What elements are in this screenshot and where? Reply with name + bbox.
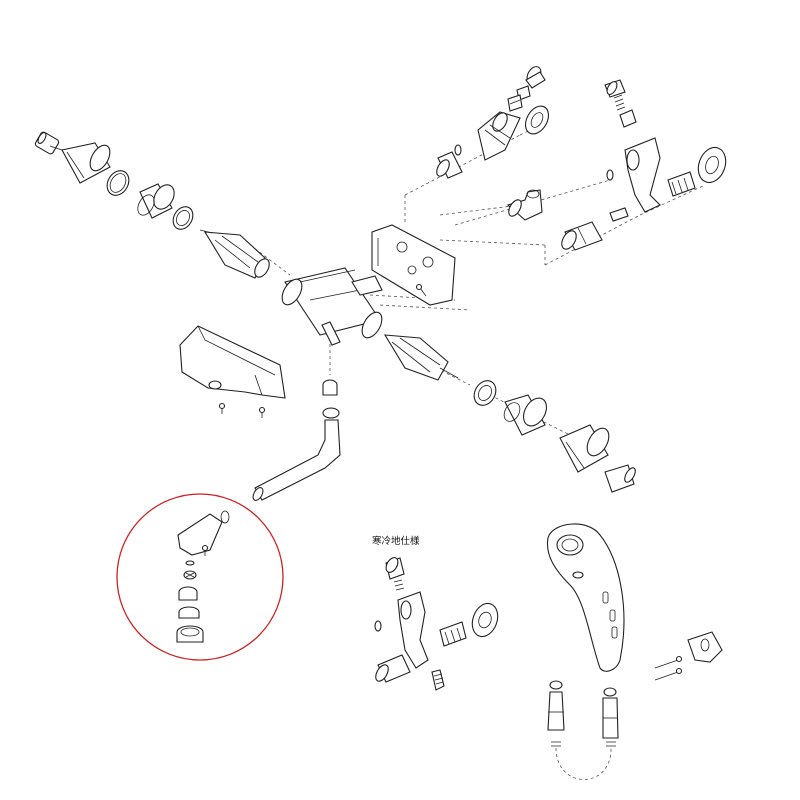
upper-washer [454,144,462,156]
hose-fitting-right [602,687,619,747]
variant-top-cap [385,557,405,580]
spout-connector [322,379,338,396]
right-washer [606,169,614,181]
left-sleeve [137,183,175,219]
aerator-washer [185,560,195,566]
mixer-body [281,267,383,346]
aerator-insert [178,586,198,601]
left-handle-cap [34,131,63,155]
aerator-housing [176,625,204,643]
top-spring-parts [507,85,531,112]
top-check-valve [477,111,521,161]
cover-screw-right [258,406,266,418]
right-threaded-pipe [667,171,696,197]
variant-union-nut [375,654,411,683]
elbow-fitting [506,189,543,221]
variant-strainer [431,669,445,691]
shower-hose [555,747,612,780]
right-spring [613,94,637,128]
right-cartridge [383,334,459,381]
aerator-spout-tip [177,510,230,556]
shower-hook [687,631,723,663]
variant-valve-body [397,591,429,669]
right-valve-body [624,137,661,213]
plate-screw [415,283,427,297]
hose-fitting-left [547,680,565,747]
right-nut [473,380,497,406]
right-union-nut [561,221,603,251]
left-nut [172,206,194,230]
variant-escutcheon [471,602,499,638]
variant-label: 寒冷地仕様 [372,535,420,547]
top-escutcheon [524,105,550,135]
cold-region-variant: 寒冷地仕様 [372,535,499,691]
variant-threaded-pipe [439,621,467,647]
wall-plate [371,224,456,306]
right-handle-body [559,424,610,473]
right-sleeve [503,394,548,436]
spout-pipe [252,407,341,501]
variant-washer [374,620,382,632]
top-cap [525,66,546,89]
upper-strainer [436,151,463,179]
left-cartridge [199,229,270,279]
hook-screw-lower [654,667,683,681]
right-handle-cap [604,464,636,493]
right-top-cap [604,79,626,98]
hand-shower-head [546,523,625,672]
left-handle-body [61,142,111,184]
aerator-mesh [183,570,197,580]
aerator-screw [201,544,209,556]
aerator-ring [178,606,200,619]
variant-spring [393,579,405,591]
cover-screw-left [218,402,226,414]
right-escutcheon [697,146,727,184]
highlight-circle [116,493,284,661]
hook-screw-upper [654,655,683,669]
small-pipe [609,207,629,222]
aerator-detail-highlight [116,493,284,661]
left-ring [106,170,130,196]
spout-cover [179,325,286,399]
